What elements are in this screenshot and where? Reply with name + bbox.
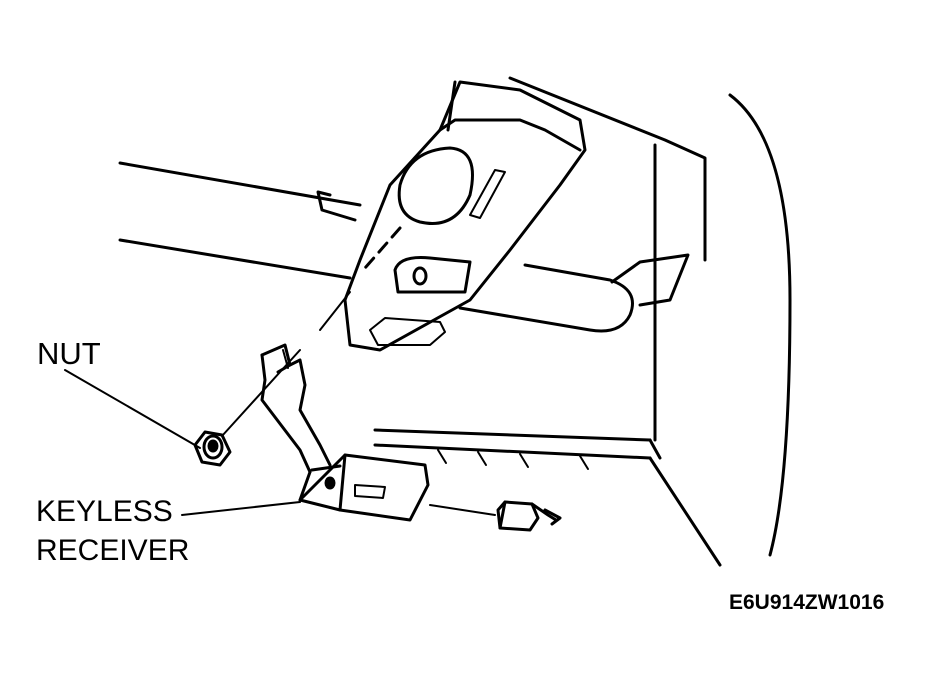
receiver-bracket bbox=[260, 343, 332, 474]
keyless-receiver-label-line1: KEYLESS bbox=[36, 495, 173, 528]
cross-member bbox=[316, 190, 690, 333]
nut-part bbox=[193, 291, 351, 467]
figure-code: E6U914ZW1016 bbox=[729, 591, 885, 614]
nut-label: NUT bbox=[37, 336, 101, 371]
keyless-receiver-label-line2: RECEIVER bbox=[36, 534, 190, 567]
column-bracket bbox=[343, 80, 587, 352]
dashboard-panel bbox=[118, 76, 722, 567]
harness-connector bbox=[429, 500, 562, 532]
leader-lines bbox=[64, 369, 301, 516]
keyless-receiver-box bbox=[298, 453, 430, 522]
door-opening-edge bbox=[728, 93, 792, 557]
